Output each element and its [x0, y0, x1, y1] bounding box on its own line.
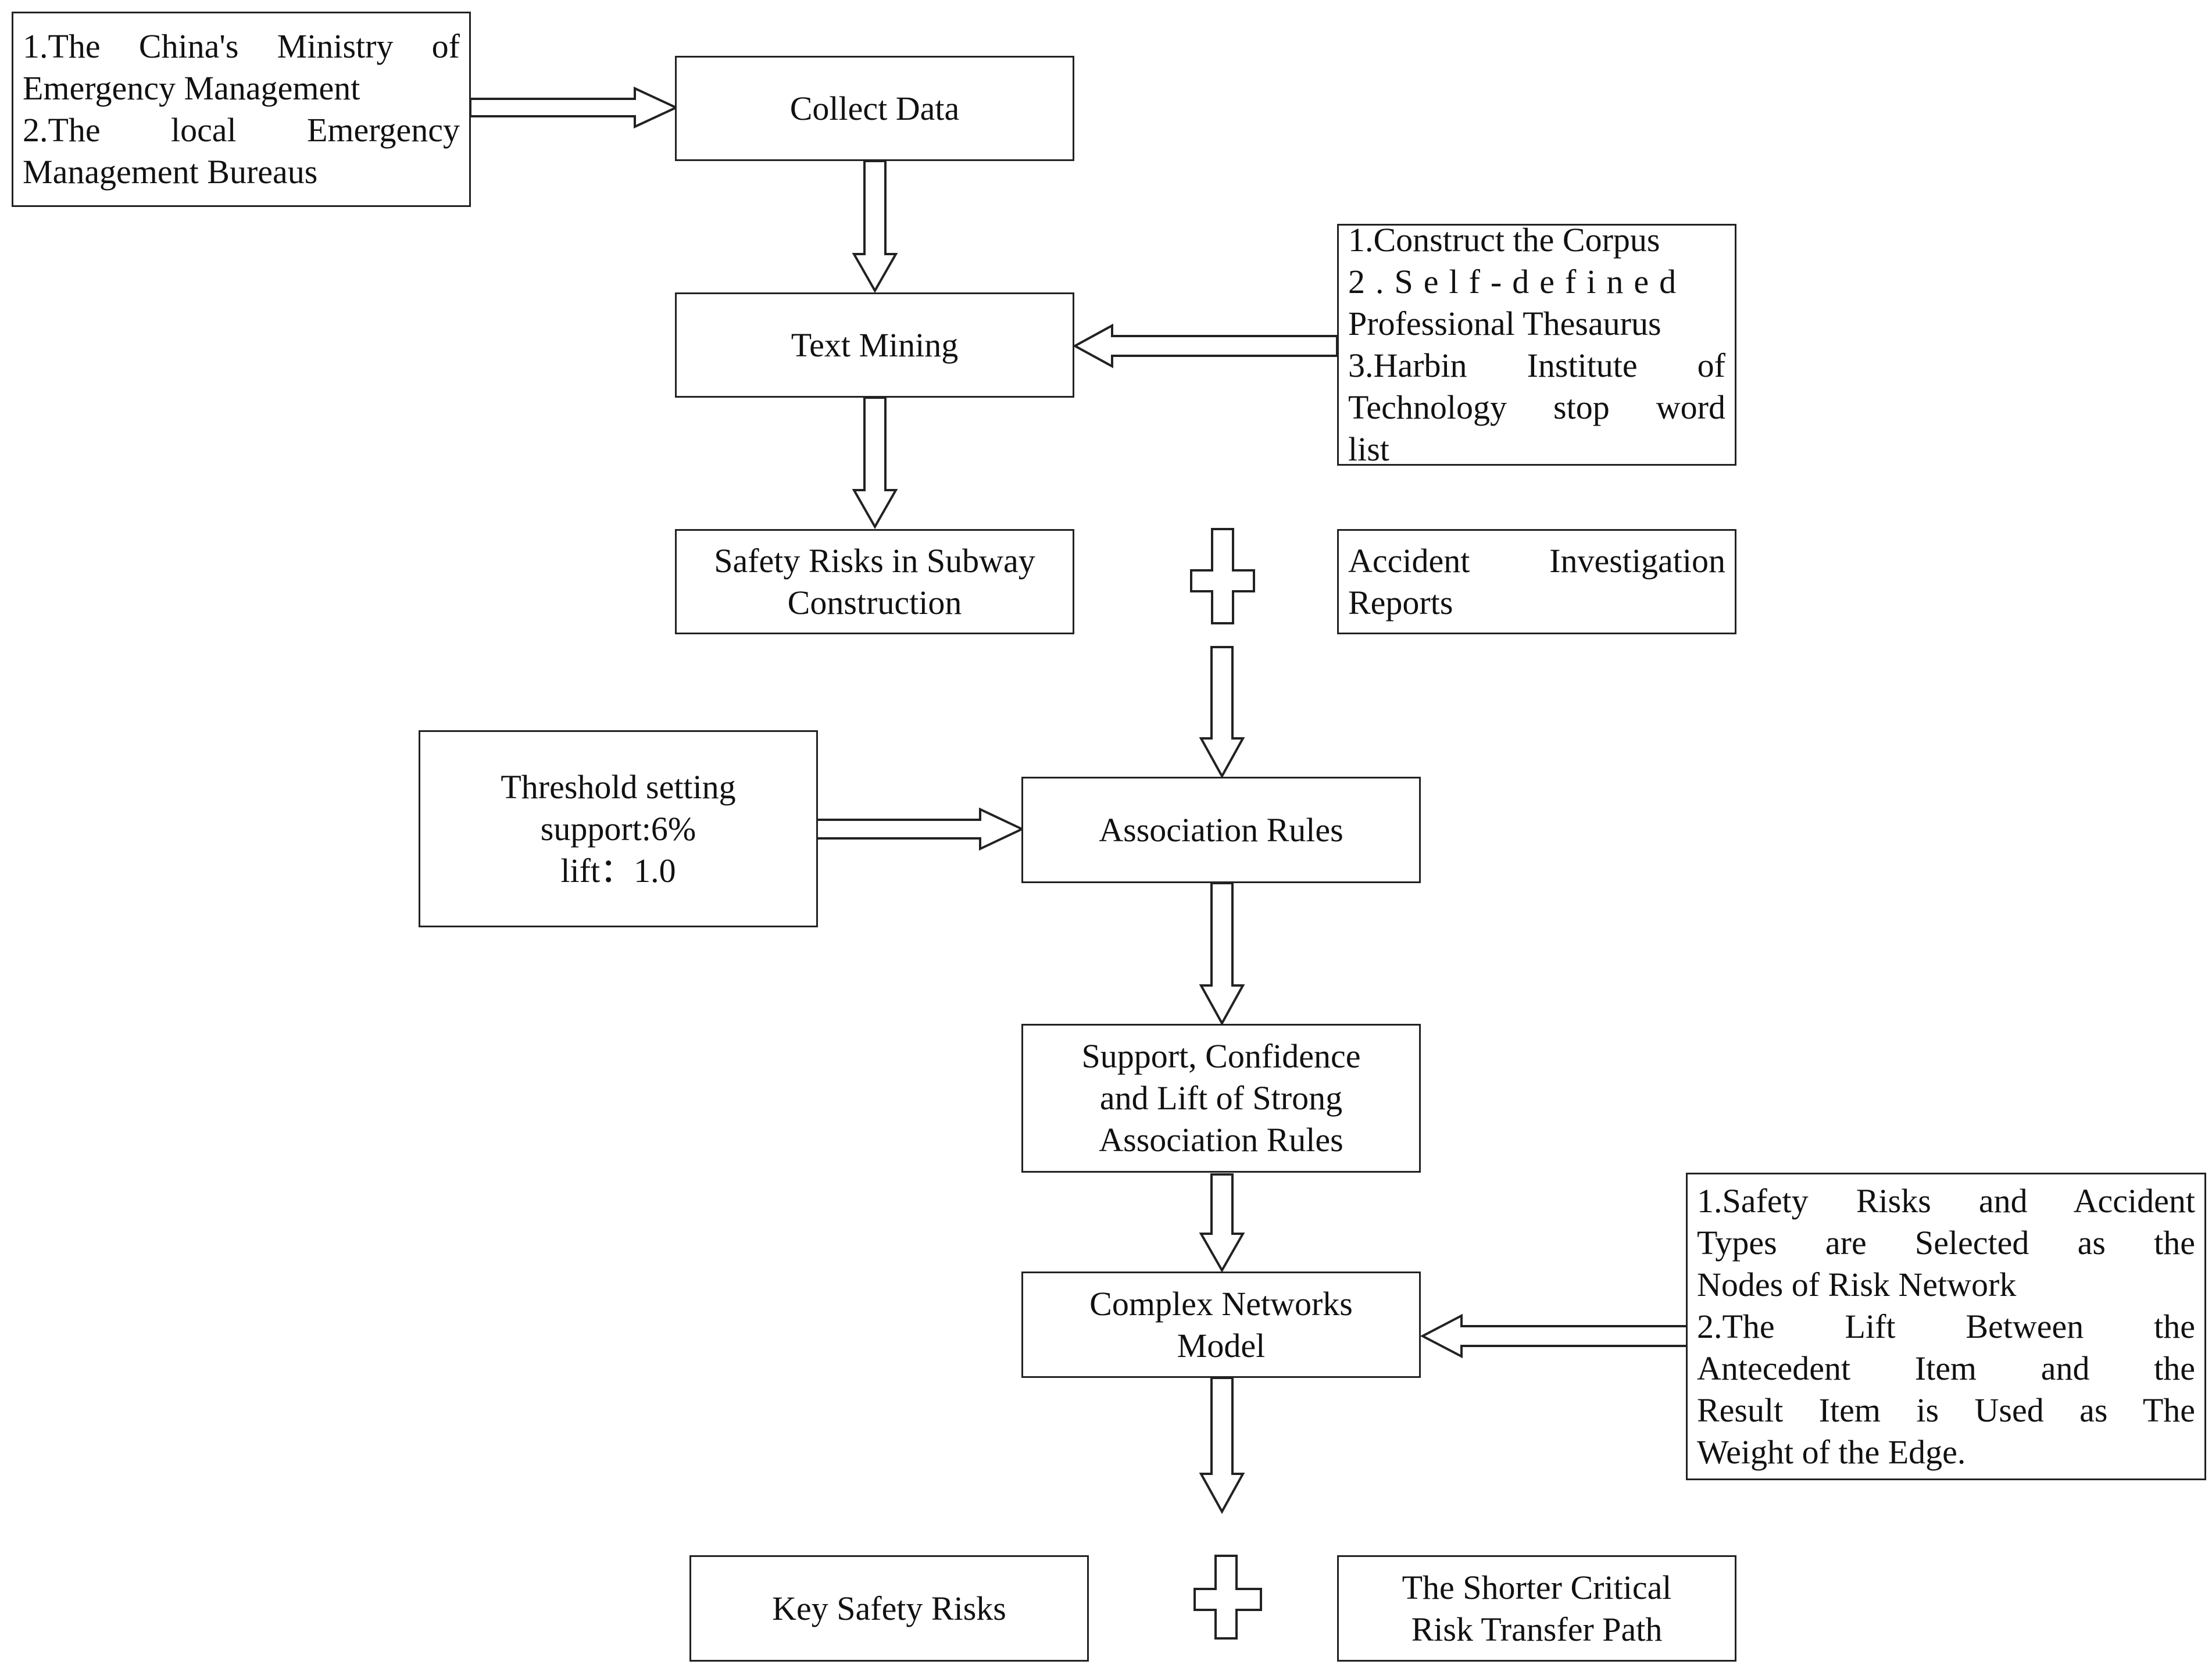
- corpus-line-1: 1.Construct the Corpus: [1348, 221, 1660, 259]
- complex-networks-line-2: Model: [1177, 1326, 1266, 1365]
- key-safety-risks-box: Key Safety Risks: [689, 1555, 1089, 1662]
- data-sources-box: 1.The China's Ministry of Emergency Mana…: [12, 12, 471, 207]
- arrow-support-to-complex: [1199, 1173, 1245, 1273]
- association-rules-label: Association Rules: [1099, 810, 1343, 849]
- support-confidence-line-1: Support, Confidence: [1081, 1037, 1361, 1075]
- arrow-plus-to-association: [1199, 646, 1245, 779]
- corpus-line-6: list: [1348, 430, 1389, 468]
- transfer-path-line-2: Risk Transfer Path: [1411, 1610, 1663, 1648]
- arrow-notes-to-complex: [1420, 1313, 1689, 1359]
- collect-data-label: Collect Data: [789, 89, 960, 127]
- network-notes-line-1: 1.Safety Risks and Accident: [1697, 1181, 2195, 1220]
- arrow-collect-to-textmining: [852, 160, 898, 294]
- threshold-line-1: Threshold setting: [501, 767, 736, 806]
- transfer-path-line-1: The Shorter Critical: [1402, 1568, 1672, 1606]
- threshold-line-2: support:6%: [540, 809, 696, 848]
- corpus-box: 1.Construct the Corpus 2.Self-defined Pr…: [1337, 221, 1736, 468]
- support-confidence-box: Support, Confidence and Lift of Strong A…: [1021, 1024, 1421, 1173]
- support-confidence-line-3: Association Rules: [1099, 1121, 1343, 1159]
- collect-data-box: Collect Data: [675, 56, 1074, 161]
- text-mining-box: Text Mining: [675, 292, 1074, 398]
- corpus-line-3: Professional Thesaurus: [1348, 305, 1661, 342]
- corpus-line-5: Technology stop word: [1348, 388, 1725, 426]
- safety-risks-line-2: Construction: [787, 583, 962, 622]
- complex-networks-line-1: Complex Networks: [1089, 1284, 1353, 1323]
- network-notes-line-2: Types are Selected as the: [1697, 1223, 2195, 1262]
- network-notes-box: 1.Safety Risks and Accident Types are Se…: [1686, 1173, 2206, 1480]
- sources-line-3: 2.The local Emergency: [23, 111, 460, 149]
- corpus-line-4: 3.Harbin Institute of: [1348, 347, 1725, 384]
- arrow-complex-to-results: [1199, 1377, 1245, 1515]
- arrow-sources-to-collect: [469, 86, 679, 129]
- transfer-path-box: The Shorter Critical Risk Transfer Path: [1337, 1555, 1736, 1662]
- network-notes-line-4: 2.The Lift Between the: [1697, 1307, 2195, 1345]
- plus-icon-inputs: [1190, 528, 1255, 624]
- accident-reports-line-2: Reports: [1348, 583, 1453, 622]
- network-notes-line-3: Nodes of Risk Network: [1697, 1265, 2017, 1303]
- accident-reports-box: Accident Investigation Reports: [1337, 529, 1736, 634]
- association-rules-box: Association Rules: [1021, 777, 1421, 883]
- threshold-box: Threshold setting support:6% lift：1.0: [419, 730, 818, 927]
- arrow-threshold-to-association: [816, 807, 1025, 851]
- network-notes-line-7: Weight of the Edge.: [1697, 1433, 1966, 1471]
- sources-line-4: Management Bureaus: [23, 153, 318, 191]
- safety-risks-box: Safety Risks in Subway Construction: [675, 529, 1074, 634]
- sources-line-2: Emergency Management: [23, 69, 360, 107]
- safety-risks-line-1: Safety Risks in Subway: [714, 541, 1035, 580]
- arrow-textmining-to-safetyrisks: [852, 397, 898, 530]
- arrow-association-to-support: [1199, 882, 1245, 1026]
- accident-reports-line-1: Accident Investigation: [1348, 541, 1725, 580]
- corpus-line-2: 2.Self-defined: [1348, 263, 1687, 301]
- plus-icon-results: [1193, 1555, 1262, 1640]
- support-confidence-line-2: and Lift of Strong: [1099, 1079, 1343, 1117]
- text-mining-label: Text Mining: [791, 326, 959, 364]
- threshold-line-3: lift：1.0: [560, 851, 676, 890]
- network-notes-line-5: Antecedent Item and the: [1697, 1349, 2195, 1387]
- complex-networks-box: Complex Networks Model: [1021, 1272, 1421, 1378]
- arrow-corpus-to-textmining: [1072, 323, 1338, 369]
- key-safety-risks-label: Key Safety Risks: [772, 1589, 1006, 1627]
- sources-line-1: 1.The China's Ministry of: [23, 27, 460, 65]
- network-notes-line-6: Result Item is Used as The: [1697, 1391, 2195, 1429]
